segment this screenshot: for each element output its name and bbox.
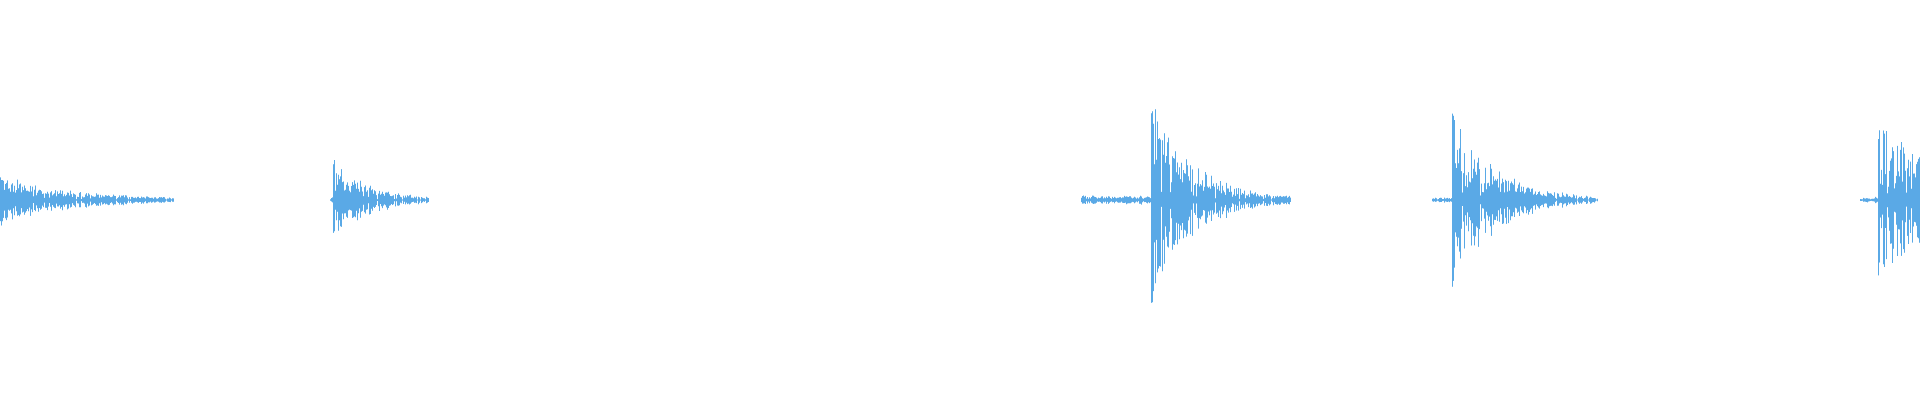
sound-event-2 bbox=[330, 160, 429, 233]
sound-event-1 bbox=[0, 177, 174, 226]
sound-event-5 bbox=[1860, 130, 1920, 276]
sound-event-2-trace bbox=[330, 160, 429, 233]
sound-event-4 bbox=[1432, 113, 1598, 287]
sound-event-3-trace bbox=[1081, 109, 1291, 303]
sound-event-3 bbox=[1081, 109, 1291, 303]
sound-event-5-trace bbox=[1860, 130, 1920, 276]
sound-event-1-trace bbox=[0, 177, 174, 226]
